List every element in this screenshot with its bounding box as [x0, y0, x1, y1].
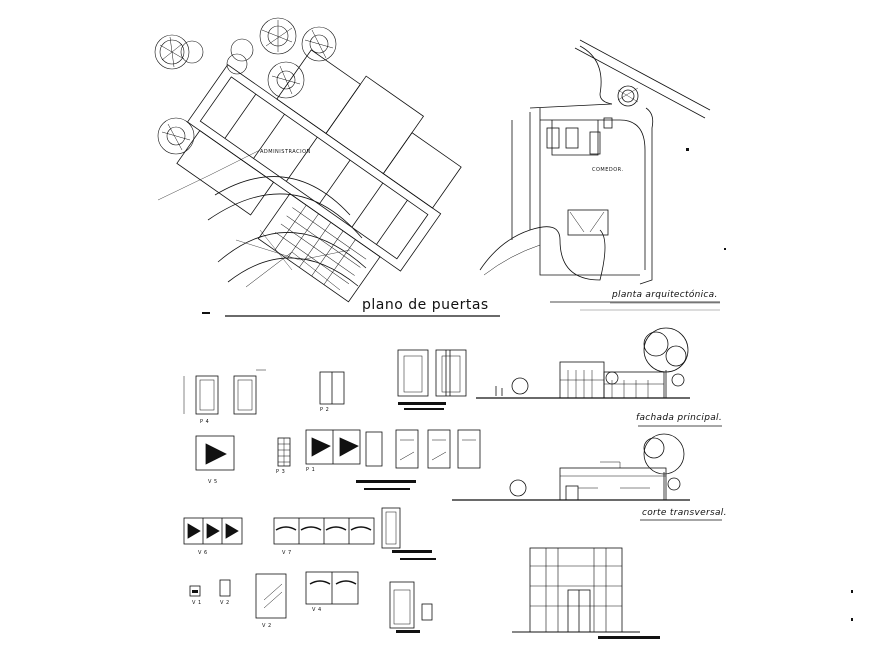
tag-v5: V 5 — [208, 479, 218, 485]
title-underlines — [202, 301, 720, 317]
site-plan-administration — [154, 17, 462, 303]
building-wings — [176, 49, 462, 303]
tag-v7: V 7 — [282, 550, 292, 556]
corte-transversal-section — [452, 433, 722, 521]
tag-p1: P 1 — [306, 467, 316, 473]
title-corte-transversal: corte transversal. — [642, 508, 727, 518]
tag-v1: V 1 — [192, 600, 202, 606]
room-label-comedor: COMEDOR. — [592, 167, 624, 173]
title-plano-de-puertas: plano de puertas — [362, 297, 489, 313]
door-window-details — [183, 349, 481, 633]
title-planta-arquitectonica: planta arquitectónica. — [612, 290, 718, 300]
fachada-principal-elevation — [476, 327, 722, 427]
site-plan-comedor — [479, 39, 726, 285]
tag-v4: V 4 — [312, 607, 322, 613]
tree-hatching — [159, 20, 334, 151]
tree-symbols — [154, 17, 337, 155]
room-label-administracion: ADMINISTRACION — [260, 149, 311, 155]
tag-v2-a: V 2 — [220, 600, 230, 606]
title-fachada-principal: fachada principal. — [636, 413, 722, 423]
tag-p4: P 4 — [200, 419, 210, 425]
tag-v2-b: V 2 — [262, 623, 272, 629]
tag-p2: P 2 — [320, 407, 330, 413]
tag-p3: P 3 — [276, 469, 286, 475]
building-elevation-bottom — [512, 547, 660, 639]
tag-v6: V 6 — [198, 550, 208, 556]
